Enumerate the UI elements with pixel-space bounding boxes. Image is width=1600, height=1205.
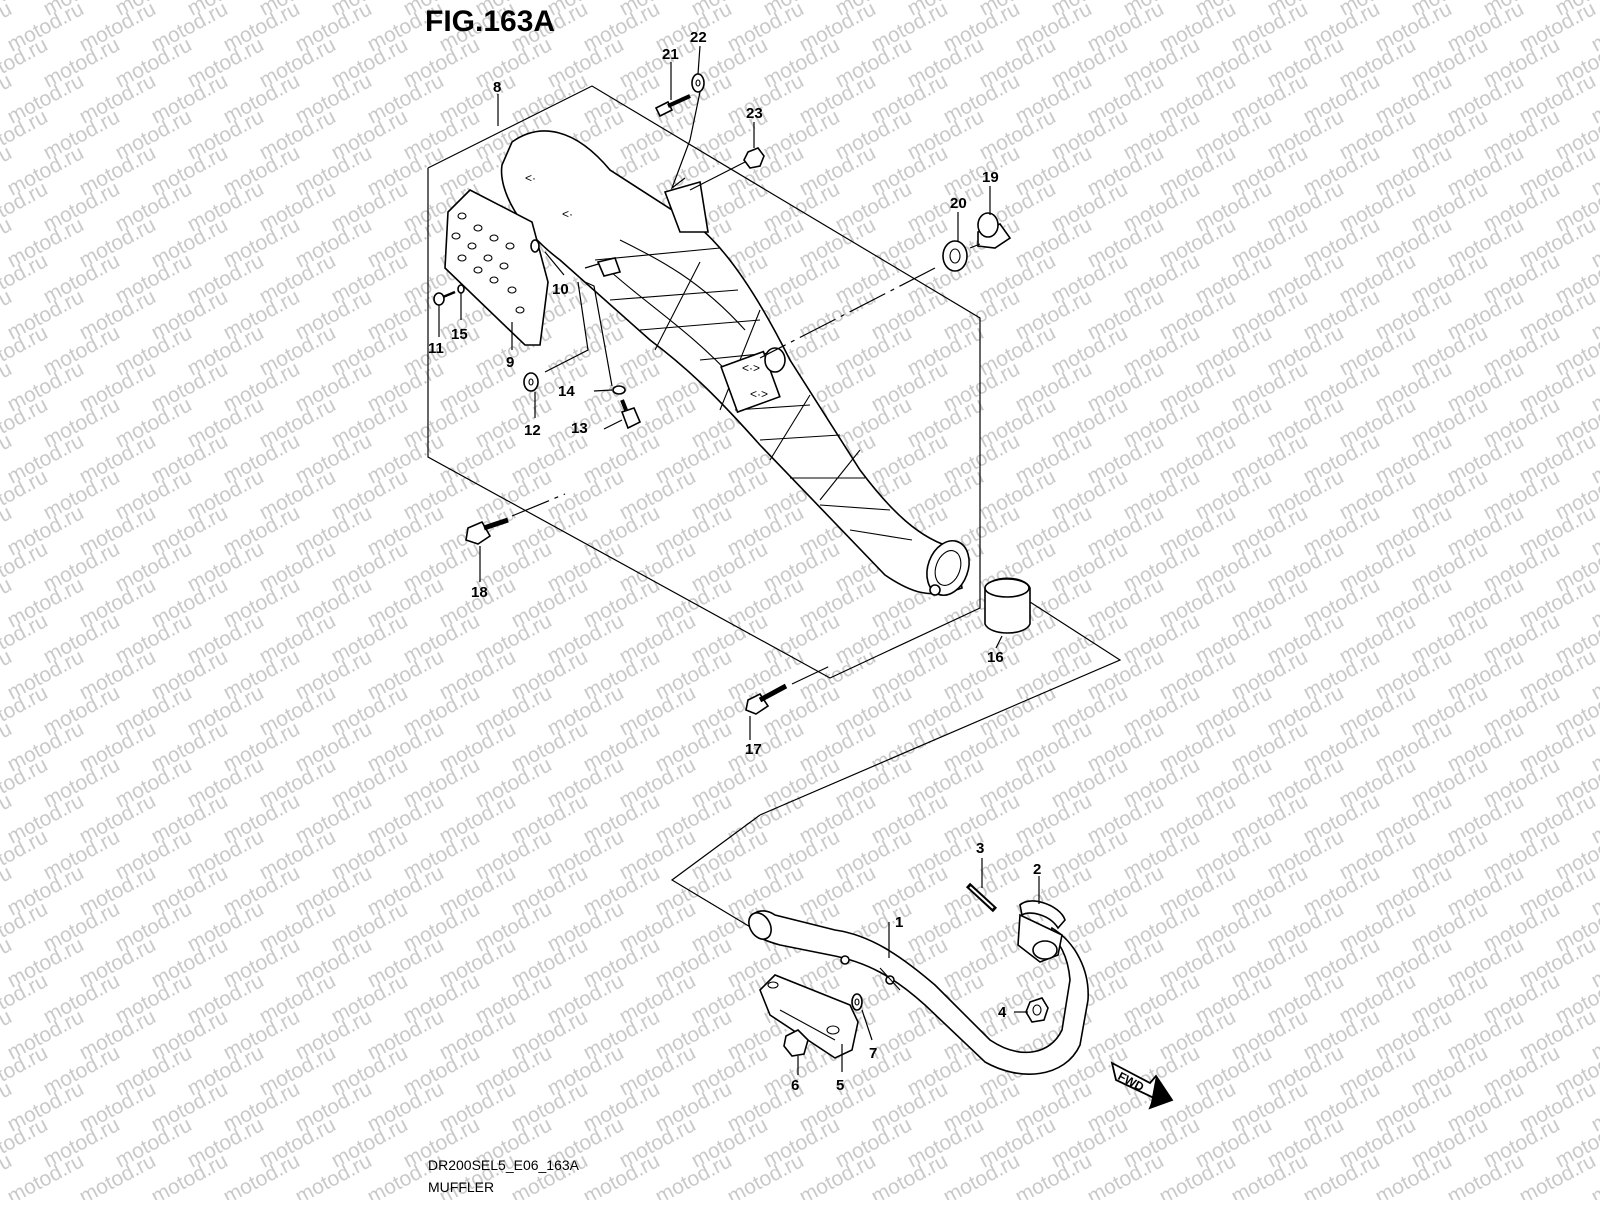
callout-13: 13: [571, 420, 588, 437]
callout-15: 15: [451, 326, 468, 343]
callout-12: 12: [524, 422, 541, 439]
callout-2: 2: [1033, 861, 1041, 878]
callout-10: 10: [552, 281, 569, 298]
callout-14: 14: [558, 383, 575, 400]
callout-5: 5: [836, 1077, 844, 1094]
callout-23: 23: [746, 105, 763, 122]
callout-1: 1: [895, 914, 903, 931]
nut-4: [1025, 997, 1049, 1023]
callout-11: 11: [428, 340, 444, 357]
callout-18: 18: [471, 584, 488, 601]
washer-15: [457, 284, 465, 294]
callout-3: 3: [976, 840, 984, 857]
callout-4: 4: [998, 1004, 1007, 1021]
body-mark-1: <·: [525, 171, 536, 185]
callout-21: 21: [662, 46, 679, 63]
washer-7: [851, 993, 863, 1011]
callout-22: 22: [690, 29, 707, 46]
callout-6: 6: [791, 1077, 799, 1094]
callout-9: 9: [506, 354, 514, 371]
bolt-13: [620, 399, 642, 430]
callout-8: 8: [493, 79, 501, 96]
footer-name: MUFFLER: [428, 1179, 494, 1195]
callout-20: 20: [950, 195, 967, 212]
arrow-mark-lower: <·>: [750, 387, 768, 401]
callout-17: 17: [745, 741, 762, 758]
arrow-mark-upper: <·>: [742, 361, 760, 375]
callout-16: 16: [987, 649, 1004, 666]
callout-7: 7: [869, 1045, 877, 1062]
callout-19: 19: [982, 169, 999, 186]
figure-title: FIG.163A: [425, 5, 555, 38]
body-mark-2: <·: [562, 207, 573, 221]
footer-code: DR200SEL5_E06_163A: [428, 1157, 580, 1173]
